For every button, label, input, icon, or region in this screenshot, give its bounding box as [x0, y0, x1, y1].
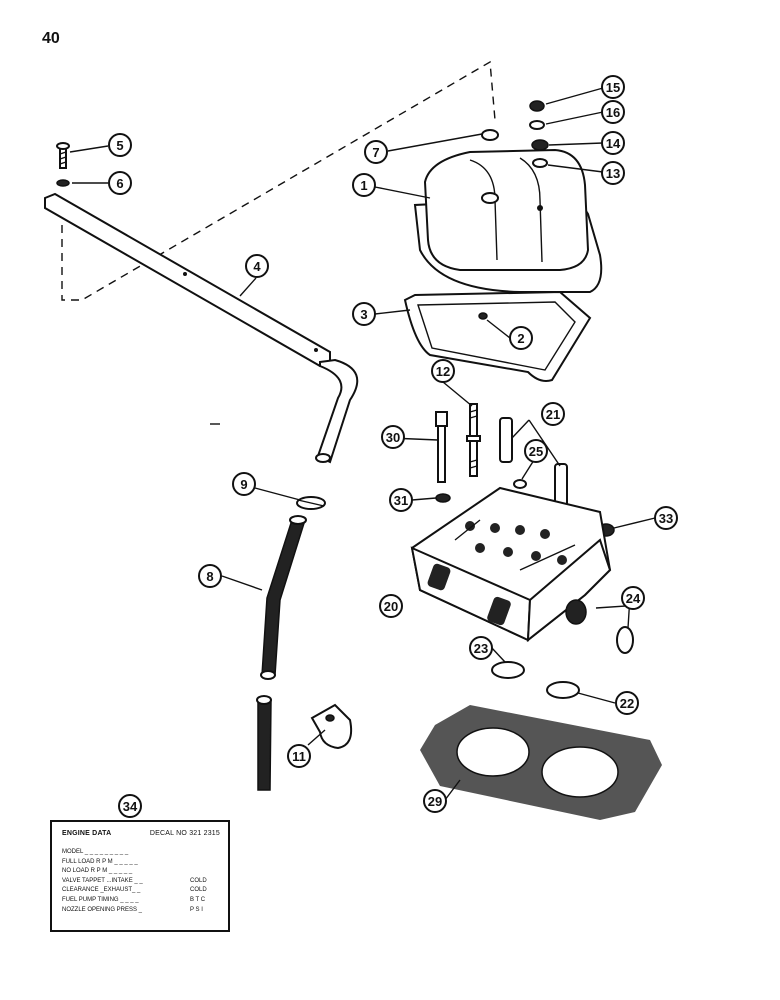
- cylinder-head: [410, 486, 612, 643]
- sealing-ring-24: [616, 626, 634, 654]
- svg-text:15: 15: [606, 80, 620, 95]
- dowel-sleeve: [499, 417, 513, 463]
- callout-6: 6: [108, 171, 132, 195]
- decal-header: ENGINE DATA DECAL NO 321 2315: [62, 830, 220, 837]
- svg-text:1: 1: [360, 178, 367, 193]
- callout-20: 20: [379, 594, 403, 618]
- svg-text:22: 22: [620, 696, 634, 711]
- grommet-upper: [481, 129, 499, 141]
- engine-data-decal: ENGINE DATA DECAL NO 321 2315 MODEL _ _ …: [50, 820, 230, 932]
- svg-text:21: 21: [546, 407, 560, 422]
- sealing-ring-23: [491, 661, 525, 679]
- svg-text:33: 33: [659, 511, 673, 526]
- svg-text:3: 3: [360, 307, 367, 322]
- callout-31: 31: [389, 488, 413, 512]
- svg-text:11: 11: [292, 749, 306, 764]
- washer: [56, 179, 70, 187]
- decal-row: NOZZLE OPENING PRESS _ P S I: [62, 906, 203, 913]
- callout-3: 3: [352, 302, 376, 326]
- svg-text:23: 23: [474, 641, 488, 656]
- svg-text:30: 30: [386, 430, 400, 445]
- nut: [531, 139, 549, 151]
- head-bolt: [435, 411, 448, 483]
- svg-text:20: 20: [384, 599, 398, 614]
- svg-text:6: 6: [116, 176, 123, 191]
- decal-title: ENGINE DATA: [62, 830, 112, 837]
- callout-33: 33: [654, 506, 678, 530]
- callout-2: 2: [509, 326, 533, 350]
- seal-ring: [532, 158, 548, 168]
- svg-text:29: 29: [428, 794, 442, 809]
- callout-14: 14: [601, 131, 625, 155]
- decal-row: FULL LOAD R P M _ _ _ _ _: [62, 858, 138, 865]
- svg-text:14: 14: [606, 136, 621, 151]
- valve-cover: [413, 148, 603, 293]
- callout-25: 25: [524, 439, 548, 463]
- callout-11: 11: [287, 744, 311, 768]
- decal-row: NO LOAD R P M _ _ _ _ _: [62, 868, 133, 875]
- callout-12: 12: [431, 359, 455, 383]
- svg-text:5: 5: [116, 138, 123, 153]
- svg-text:16: 16: [606, 105, 620, 120]
- decal-row: FUEL PUMP TIMING _ _ _ _ B T C: [62, 896, 206, 903]
- svg-text:4: 4: [253, 259, 261, 274]
- phantom-line: [61, 60, 496, 301]
- decal-rows: MODEL _ _ _ _ _ _ _ _ _ FULL LOAD R P M …: [62, 848, 220, 915]
- callout-23: 23: [469, 636, 493, 660]
- svg-text:9: 9: [240, 477, 247, 492]
- svg-text:24: 24: [626, 591, 641, 606]
- callout-29: 29: [423, 789, 447, 813]
- callout-4: 4: [245, 254, 269, 278]
- svg-text:8: 8: [206, 569, 213, 584]
- cap-nut: [529, 100, 545, 112]
- callout-9: 9: [232, 472, 256, 496]
- callout-5: 5: [108, 133, 132, 157]
- callout-34: 34: [118, 794, 142, 818]
- callout-1: 1: [352, 173, 376, 197]
- decal-row: CLEARANCE _EXHAUST_ _ COLD: [62, 887, 207, 894]
- support-bracket: [44, 192, 359, 464]
- svg-text:31: 31: [394, 493, 408, 508]
- decal-row: MODEL _ _ _ _ _ _ _ _ _: [62, 849, 129, 855]
- screw: [56, 142, 70, 169]
- svg-text:2: 2: [517, 331, 524, 346]
- svg-text:13: 13: [606, 166, 620, 181]
- washer-small: [513, 479, 527, 489]
- callout-30: 30: [381, 425, 405, 449]
- svg-text:12: 12: [436, 364, 450, 379]
- bolt-washer: [435, 493, 451, 503]
- callout-8: 8: [198, 564, 222, 588]
- cover-gasket: [403, 290, 592, 382]
- svg-text:7: 7: [372, 145, 379, 160]
- hose-clamp: [296, 496, 326, 510]
- svg-text:34: 34: [123, 799, 138, 814]
- breather-hose: [261, 519, 307, 676]
- callout-13: 13: [601, 161, 625, 185]
- callout-22: 22: [615, 691, 639, 715]
- sealing-washer: [529, 120, 545, 130]
- stud: [466, 403, 481, 477]
- callout-16: 16: [601, 100, 625, 124]
- callout-7: 7: [364, 140, 388, 164]
- callout-15: 15: [601, 75, 625, 99]
- svg-text:25: 25: [529, 444, 543, 459]
- decal-row: VALVE TAPPET ...INTAKE _ _ COLD: [62, 877, 207, 884]
- hose-clip: [310, 703, 353, 750]
- sealing-ring-22: [546, 681, 580, 699]
- callout-21: 21: [541, 402, 565, 426]
- page-number: 40: [42, 30, 60, 47]
- hose-section: [257, 699, 272, 791]
- grommet: [478, 312, 488, 320]
- head-gasket: [420, 705, 662, 820]
- decal-number: DECAL NO 321 2315: [149, 830, 220, 837]
- callout-24: 24: [621, 586, 645, 610]
